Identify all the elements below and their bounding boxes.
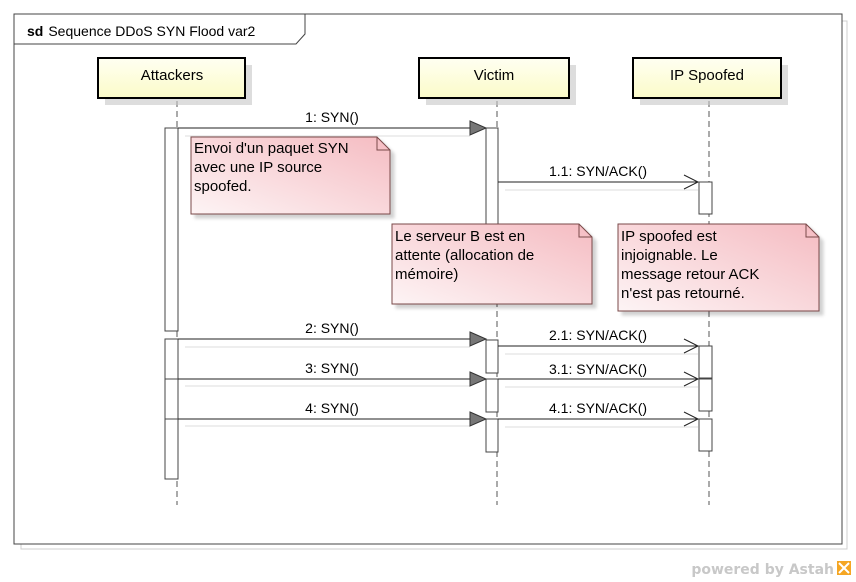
frame-tab [13, 13, 306, 45]
note-server-waiting[interactable]: Le serveur B est en attente (allocation … [391, 223, 593, 305]
activation-attackers-4 [164, 418, 179, 480]
svg-text:IP spoofed est injoignab: IP spoofed est injoignable. Le message r… [621, 228, 764, 302]
note-ip-unreachable-line-2: injoignable. Le [621, 247, 718, 264]
message-1-label: 1: SYN() [305, 109, 359, 125]
activation-ipspoofed-2 [698, 345, 713, 379]
message-3-label: 3: SYN() [305, 360, 359, 376]
astah-logo-icon [837, 561, 851, 575]
message-3-1-label: 3.1: SYN/ACK() [549, 361, 647, 377]
note-syn-spoofed-line-2: avec une IP source [194, 159, 322, 176]
note-server-waiting-line-1: Le serveur B est en [395, 228, 525, 245]
message-4-1[interactable]: 4.1: SYN/ACK() [498, 400, 700, 428]
svg-text:Envoi d'un paquet SYN av: Envoi d'un paquet SYN avec une IP source… [194, 140, 353, 195]
message-1[interactable]: 1: SYN() [178, 109, 488, 137]
activation-attackers-1 [164, 127, 179, 332]
message-1-1-label: 1.1: SYN/ACK() [549, 163, 647, 179]
activation-victim-4 [485, 418, 499, 453]
message-4-label: 4: SYN() [305, 400, 359, 416]
lifeline-victim-label: Victim [474, 67, 515, 84]
lifeline-attackers-label: Attackers [141, 67, 204, 84]
frame-keyword: sd [27, 23, 43, 39]
activation-ipspoofed-4 [698, 418, 713, 452]
note-syn-spoofed[interactable]: Envoi d'un paquet SYN avec une IP source… [190, 136, 391, 215]
lifeline-attackers[interactable]: Attackers [97, 57, 252, 105]
note-syn-spoofed-line-3: spoofed. [194, 178, 252, 195]
message-3-1[interactable]: 3.1: SYN/ACK() [498, 361, 700, 388]
message-2-label: 2: SYN() [305, 320, 359, 336]
lifeline-victim[interactable]: Victim [418, 57, 576, 105]
message-4-1-label: 4.1: SYN/ACK() [549, 400, 647, 416]
note-ip-unreachable[interactable]: IP spoofed est injoignable. Le message r… [617, 223, 820, 312]
message-1-1[interactable]: 1.1: SYN/ACK() [498, 163, 700, 191]
activation-victim-3 [485, 378, 499, 413]
note-ip-unreachable-line-3: message retour ACK [621, 266, 759, 283]
activation-victim-1 [485, 127, 499, 231]
activation-attackers-2 [164, 338, 179, 380]
activation-victim-2 [485, 339, 499, 374]
activation-attackers-3 [164, 378, 179, 420]
frame-title: Sequence DDoS SYN Flood var2 [48, 23, 255, 39]
lifeline-ipspoofed-label: IP Spoofed [670, 67, 744, 84]
message-3[interactable]: 3: SYN() [178, 360, 488, 387]
activation-ipspoofed-1 [698, 181, 713, 215]
activation-ipspoofed-3 [698, 378, 713, 412]
message-4[interactable]: 4: SYN() [178, 400, 488, 427]
message-2-1-label: 2.1: SYN/ACK() [549, 327, 647, 343]
message-2[interactable]: 2: SYN() [178, 320, 488, 348]
note-ip-unreachable-line-1: IP spoofed est [621, 228, 717, 245]
note-server-waiting-line-2: attente (allocation de [395, 247, 534, 264]
svg-text:Le serveur B est en atte: Le serveur B est en attente (allocation … [395, 228, 538, 283]
note-ip-unreachable-line-4: n'est pas retourné. [621, 285, 745, 302]
powered-by-text: powered by Astah [691, 562, 834, 578]
note-syn-spoofed-line-1: Envoi d'un paquet SYN [194, 140, 349, 157]
note-server-waiting-line-3: mémoire) [395, 266, 458, 283]
message-2-1[interactable]: 2.1: SYN/ACK() [498, 327, 700, 355]
lifeline-ipspoofed[interactable]: IP Spoofed [632, 57, 788, 105]
